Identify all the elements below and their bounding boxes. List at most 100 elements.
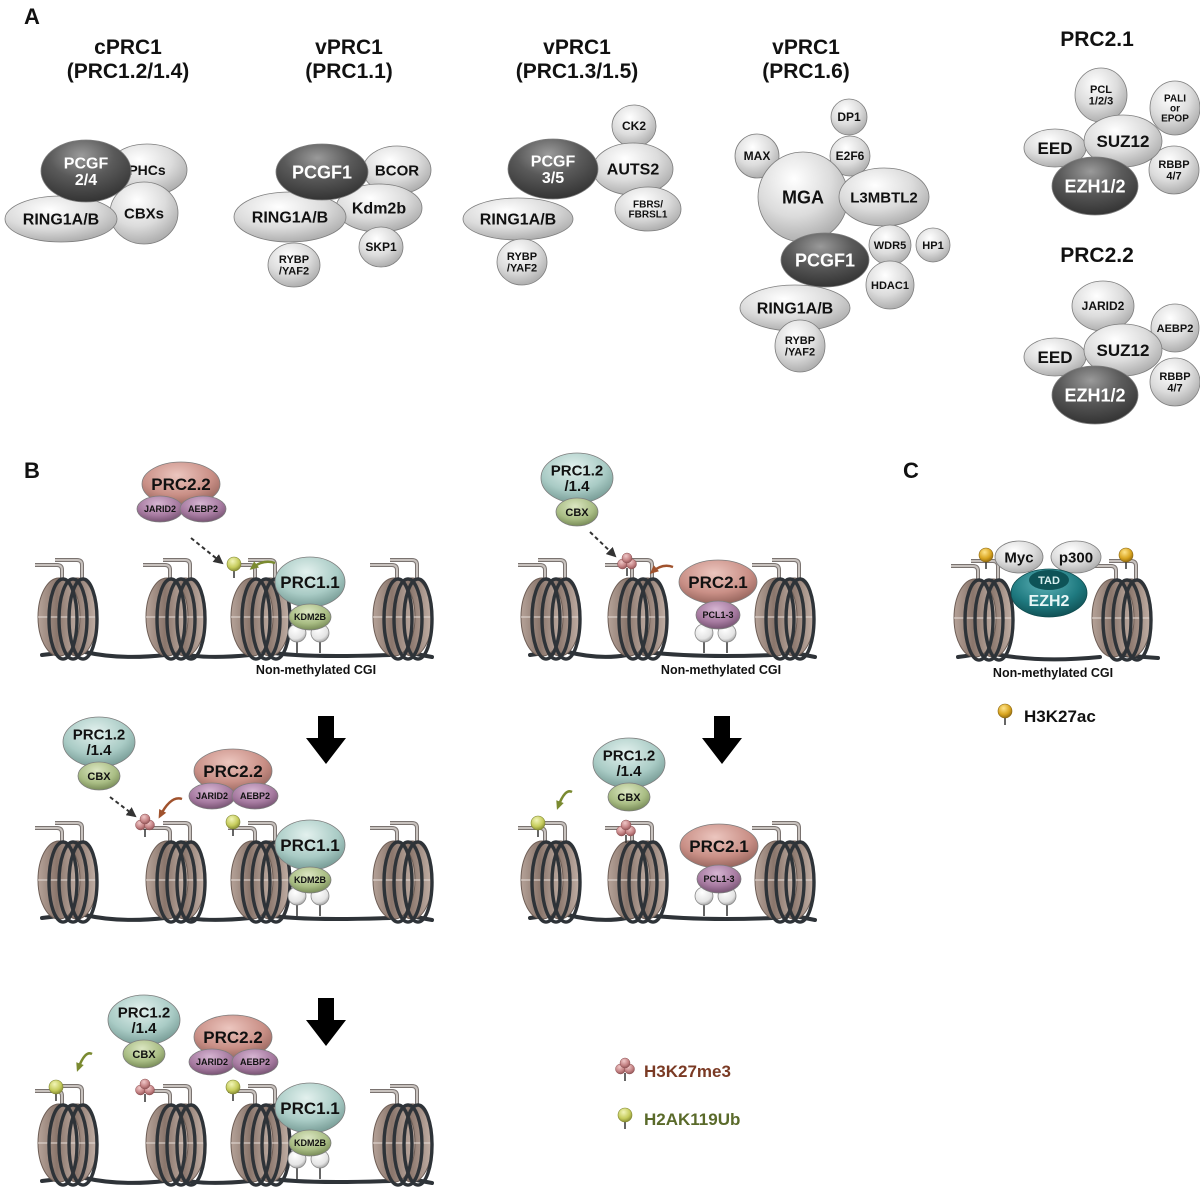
kdm2b-subunit: KDM2B [288,603,332,631]
histone-tail-highlight [248,559,276,583]
jarid2-subunit-label-line: JARID2 [196,1057,228,1067]
arrow-shape [306,998,346,1046]
ub-deposition-arrow [249,560,276,570]
dna-wrap [392,1103,424,1187]
subunit-ck2-label: CK2 [622,119,646,133]
jarid2-subunit-label-line: JARID2 [144,504,176,514]
nucleosome [228,1084,292,1187]
dashed-recruitment-arrow [589,531,617,558]
nucleosome [752,558,816,661]
prc1-1-core-label: PRC1.1 [280,836,340,855]
subunit-rbbp-4-7-label-line: RBBP [1158,159,1189,171]
h3k27me3-mark-icon [617,552,637,576]
nucleosome [143,821,207,924]
complex-subtitle: (PRC1.6) [762,60,850,83]
histone-tail-highlight [625,822,653,846]
mark-ball [225,814,241,830]
mark-ball [225,1079,241,1095]
subunit-l3mbtl2: L3MBTL2 [838,167,930,227]
ub-deposition-arrow [556,790,573,810]
dna-wrap [1121,578,1153,662]
histone-tail-highlight [772,559,800,583]
arrow-head [649,565,659,574]
subunit-mga-label-line: MGA [782,187,824,207]
subunit-rybp-yaf2-label: RYBP/YAF2 [279,254,309,277]
cgi-label: Non-methylated CGI [256,663,376,677]
prc2-2-core-label: PRC2.2 [203,1028,263,1047]
jarid2-subunit: JARID2 [136,495,184,523]
subunit-pali-or-epop-shape [1149,80,1200,136]
dna-wrap [240,840,272,924]
histone-tail-highlight [390,559,418,583]
nucleosome [228,821,292,924]
dna-wrap [402,840,434,924]
prc1-2-core-label-line: /1.4 [616,763,642,780]
dna-wrap [67,1103,99,1187]
dna-wrap [627,840,659,924]
dna-wrap [250,577,282,661]
cbx-subunit-shape [77,761,121,791]
pcl-subunit-label: PCL1-3 [702,610,733,620]
cbx-subunit: CBX [122,1039,166,1069]
complex-title: PRC2.1 [1060,28,1134,51]
step-arrow-icon [306,716,346,764]
dna-wrap [175,840,207,924]
subunit-pali-or-epop-label-line: EPOP [1161,114,1189,125]
subunit-hp1-label-line: HP1 [922,240,943,252]
tad-domain-shape [1029,570,1069,590]
complex-subtitle: (PRC1.1) [305,60,393,83]
histone-tail-highlight [143,827,171,846]
subunit-eed-label: EED [1038,348,1073,367]
h2ak119ub-mark-icon [530,815,546,837]
subunit-pcgf1-label: PCGF1 [795,250,855,270]
step-arrow-icon [702,716,742,764]
prc2-2-core: PRC2.2 [141,461,221,507]
prc1-2-core: PRC1.2/1.4 [592,737,666,789]
unmethylated-cpg-icon [694,623,714,653]
dna-linker [40,1174,434,1185]
subunit-aebp2-label: AEBP2 [1157,323,1194,335]
prc2-2-core-label: PRC2.2 [151,475,211,494]
mark-ball [621,552,633,564]
subunit-ezh1-2-label-line: EZH1/2 [1064,176,1125,196]
cbx-subunit-label: CBX [132,1049,156,1061]
dna-wrap [540,577,572,661]
legend-item-h3k27ac: H3K27ac [997,703,1096,726]
prc1-1-core-label-line: PRC1.1 [280,836,340,855]
dna-wrap [774,577,806,661]
kdm2b-subunit-label: KDM2B [294,875,327,885]
dna-wrap [637,840,669,924]
histone-tail-highlight [163,822,191,846]
me3-deposition-arrow [158,797,183,819]
kdm2b-subunit-label: KDM2B [294,1138,327,1148]
panel-b-step1-prc2-1-first: PRC1.2/1.4CBXPRC2.1PCL1-3Non-methylated … [518,452,817,677]
subunit-rbbp-4-7-label-line: 4/7 [1167,382,1182,394]
histone-tail-highlight [625,559,653,583]
subunit-eed-label-line: EED [1038,348,1073,367]
subunit-hdac1-label: HDAC1 [871,280,909,292]
cbx-subunit: CBX [77,761,121,791]
kdm2b-subunit-label-line: KDM2B [294,1138,327,1148]
ezh2-label: EZH2 [1029,593,1070,610]
histone-tail-highlight [752,827,780,846]
histone-tail-highlight [163,559,191,583]
subunit-mga: MGA [757,151,849,243]
dna-wrap [155,840,187,924]
aebp2-subunit: AEBP2 [231,782,279,810]
dna-wrap [250,1103,282,1187]
pcl-subunit-label: PCL1-3 [703,874,734,884]
dna-wrap [47,840,79,924]
dna-wrap [175,577,207,661]
dna-wrap [617,840,649,924]
subunit-rbbp-4-7-label-line: 4/7 [1166,170,1181,182]
subunit-kdm2b-label-line: Kdm2b [352,201,406,218]
h2ak119ub-mark-icon [226,556,242,578]
subunit-rybp-yaf2: RYBP/YAF2 [496,238,548,286]
histone-tail-highlight [228,1090,256,1109]
prc1-2-core-label-line: /1.4 [131,1020,157,1037]
dna-wrap [764,840,796,924]
